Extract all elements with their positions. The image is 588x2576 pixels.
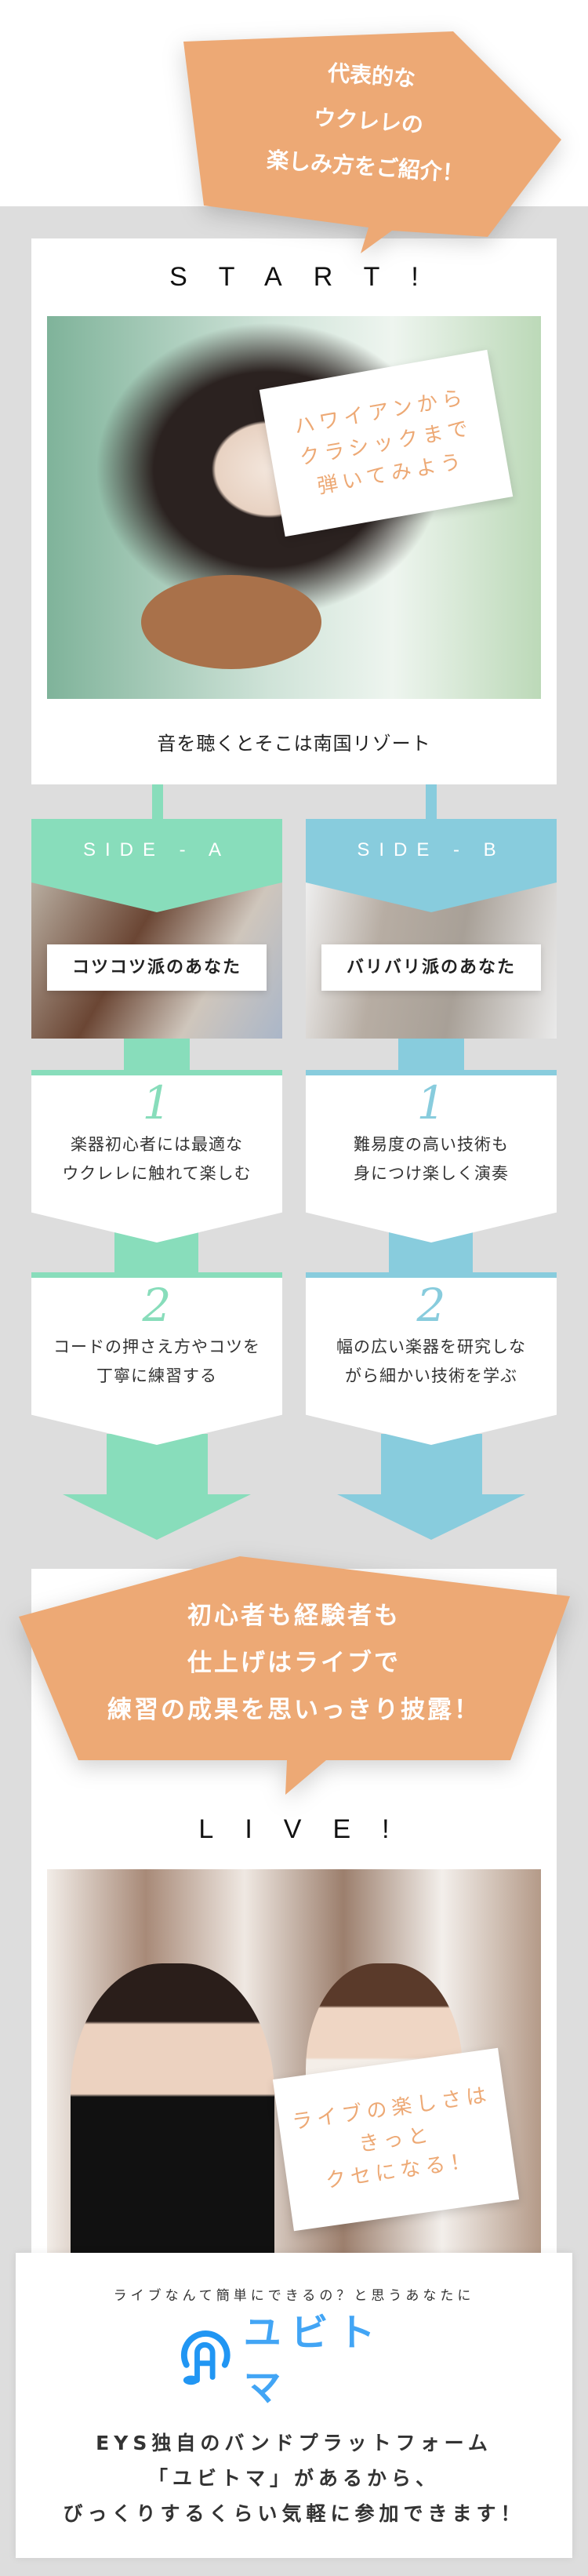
yubitoma-logo-text: ユビトマ bbox=[243, 2311, 385, 2410]
body-line: 「ユビトマ」があるから、 bbox=[147, 2467, 440, 2490]
merge-line: 練習の成果を思いっきり披露！ bbox=[107, 1696, 481, 1724]
yubitoma-body: EYS独自のバンドプラットフォーム 「ユビトマ」があるから、 びっくりするくらい… bbox=[16, 2425, 572, 2531]
merge-line: 初心者も経験者も bbox=[187, 1602, 401, 1630]
step-number: 1 bbox=[142, 1076, 172, 1130]
step-number: 2 bbox=[142, 1279, 172, 1332]
connector-a bbox=[152, 784, 163, 819]
intro-banner-shape bbox=[183, 31, 561, 253]
yubitoma-panel: ライブなんて簡単にできるの？と思うあなたに ユビトマ EYS独自のバンドプラット… bbox=[16, 2253, 572, 2558]
intro-banner-text: 代表的な ウクレレの 楽しみ方をご紹介！ bbox=[223, 44, 514, 200]
header-chevrons-overlay bbox=[31, 882, 557, 912]
arrow-b bbox=[337, 1434, 525, 1540]
step-b-2-border bbox=[306, 1272, 557, 1278]
live-title: LIVE! bbox=[198, 1814, 421, 1844]
body-line: EYS独自のバンドプラットフォーム bbox=[96, 2432, 492, 2454]
side-a-title: SIDE - A bbox=[82, 839, 231, 860]
step-a-2: 2 コードの押さえ方やコツを丁寧に練習する bbox=[31, 1278, 282, 1445]
start-caption: 音を聴くとそこは南国リゾート bbox=[157, 733, 431, 755]
ukulele-image bbox=[141, 575, 321, 669]
merge-banner-text: 初心者も経験者も 仕上げはライブで 練習の成果を思いっきり披露！ bbox=[0, 1592, 588, 1734]
step-a-2-border bbox=[31, 1272, 282, 1278]
step-number: 1 bbox=[416, 1076, 446, 1130]
step-text: 楽器初心者には最適なウクレレに触れて楽しむ bbox=[62, 1135, 252, 1183]
step-text: 難易度の高い技術も身につけ楽しく演奏 bbox=[354, 1135, 509, 1183]
stem-a-1 bbox=[124, 1039, 190, 1073]
merge-line: 仕上げはライブで bbox=[187, 1649, 401, 1677]
merge-banner-shape bbox=[19, 1556, 570, 1795]
live-note: ライブの楽しさは きっと クセになる！ bbox=[272, 2047, 520, 2232]
step-number: 2 bbox=[416, 1279, 446, 1332]
body-line: びっくりするくらい気軽に参加できます！ bbox=[63, 2502, 525, 2525]
step-a-1: 1 楽器初心者には最適なウクレレに触れて楽しむ bbox=[31, 1075, 282, 1243]
step-b-1-border bbox=[306, 1070, 557, 1075]
side-a-label: コツコツ派のあなた bbox=[47, 944, 267, 991]
yubitoma-logo: ユビトマ bbox=[177, 2311, 428, 2410]
step-text: コードの押さえ方やコツを丁寧に練習する bbox=[53, 1337, 260, 1385]
arrow-a bbox=[63, 1434, 251, 1540]
yubitoma-logo-icon bbox=[180, 2330, 230, 2385]
stem-b-1 bbox=[398, 1039, 464, 1073]
step-b-1: 1 難易度の高い技術も身につけ楽しく演奏 bbox=[306, 1075, 557, 1243]
side-b-title: SIDE - B bbox=[357, 839, 506, 860]
step-b-2: 2 幅の広い楽器を研究しながら細かい技術を学ぶ bbox=[306, 1278, 557, 1445]
step-text: 幅の広い楽器を研究しながら細かい技術を学ぶ bbox=[336, 1337, 526, 1385]
side-b-label: バリバリ派のあなた bbox=[321, 944, 541, 991]
yubitoma-lead: ライブなんて簡単にできるの？と思うあなたに bbox=[113, 2288, 475, 2304]
start-title: START! bbox=[169, 262, 450, 292]
step-a-1-border bbox=[31, 1070, 282, 1075]
connector-b bbox=[426, 784, 437, 819]
performer-left-image bbox=[71, 1963, 274, 2253]
